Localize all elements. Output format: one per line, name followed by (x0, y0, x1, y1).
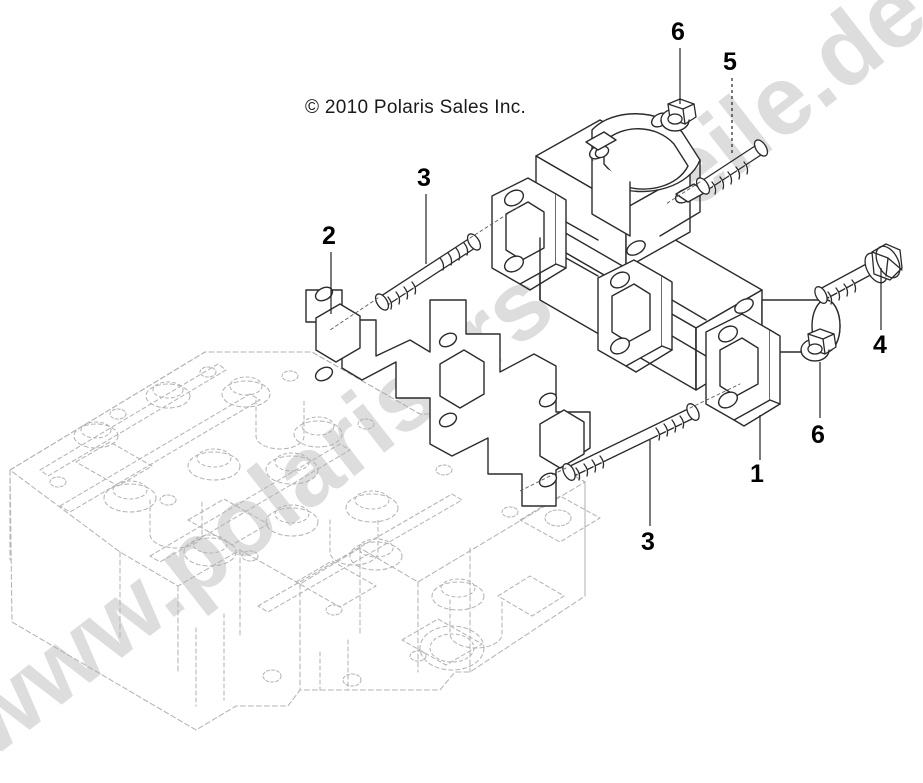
callout-leader-lines (330, 48, 882, 526)
manifold-stud-upper (329, 205, 521, 331)
exhaust-manifold-gasket (305, 286, 591, 507)
cylinder-head-assembly (9, 351, 601, 731)
copyright-notice: © 2010 Polaris Sales Inc. (305, 97, 527, 118)
exhaust-manifold (491, 112, 841, 427)
callout-number-1: 1 (750, 460, 764, 488)
callout-number-3-upper: 3 (417, 164, 431, 192)
callout-number-2: 2 (322, 222, 336, 250)
callout-number-6-lower: 6 (811, 421, 825, 449)
flange-nut-lower (800, 328, 837, 362)
callout-number-4: 4 (873, 331, 887, 359)
callout-number-3-lower: 3 (641, 528, 655, 556)
callout-number-6-upper: 6 (671, 18, 685, 46)
flange-bolt (814, 243, 903, 305)
manifold-stud-lower (517, 383, 741, 493)
manifold-stud-right (665, 139, 769, 205)
callout-number-5: 5 (723, 48, 737, 76)
